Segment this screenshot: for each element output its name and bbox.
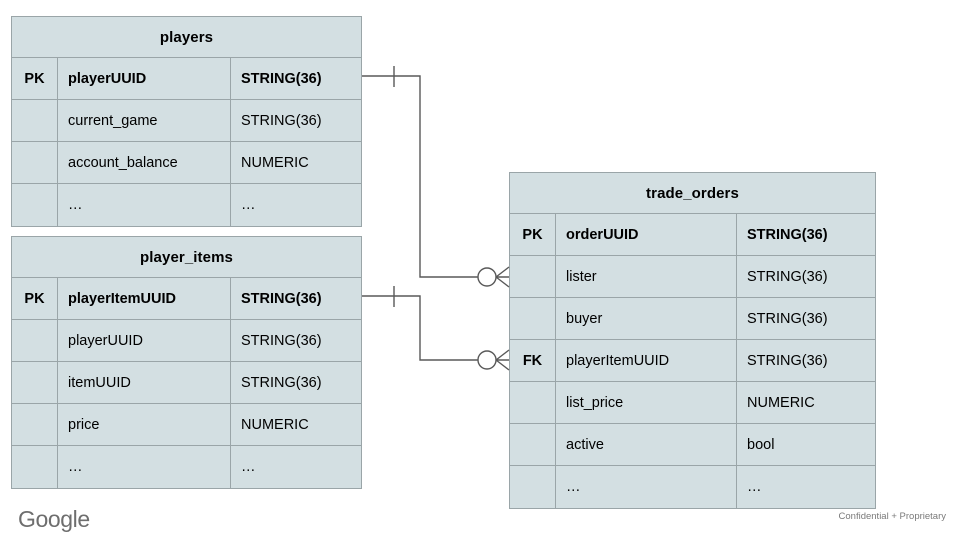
entity-table-player-items[interactable]: player_items PK playerItemUUID STRING(36…: [11, 236, 362, 489]
entity-title-player-items: player_items: [12, 237, 361, 278]
row-key-badge: [12, 404, 58, 445]
cardinality-zero-circle-icon: [477, 350, 497, 370]
entity-title-trade-orders: trade_orders: [510, 173, 875, 214]
row-field-name: active: [556, 424, 737, 465]
cardinality-zero-circle-icon: [477, 267, 497, 287]
row-field-name: account_balance: [58, 142, 231, 183]
row-field-type: …: [241, 459, 256, 475]
table-row[interactable]: current_game STRING(36): [12, 100, 361, 142]
row-field-name: list_price: [556, 382, 737, 423]
row-field-name: itemUUID: [58, 362, 231, 403]
row-field-type: STRING(36): [747, 352, 828, 369]
table-row[interactable]: FK playerItemUUID STRING(36): [510, 340, 875, 382]
row-field-type: STRING(36): [241, 112, 322, 129]
row-key-badge: PK: [12, 278, 58, 319]
table-row[interactable]: … …: [510, 466, 875, 508]
table-row[interactable]: account_balance NUMERIC: [12, 142, 361, 184]
row-key-badge: [12, 446, 58, 488]
row-field-type: STRING(36): [747, 310, 828, 327]
table-row[interactable]: PK orderUUID STRING(36): [510, 214, 875, 256]
entity-table-players[interactable]: players PK playerUUID STRING(36) current…: [11, 16, 362, 227]
row-field-name: …: [58, 184, 231, 226]
row-field-type: STRING(36): [241, 290, 322, 307]
row-key-badge: [12, 142, 58, 183]
row-key-badge: FK: [510, 340, 556, 381]
relationship-line: [362, 295, 478, 361]
table-row[interactable]: PK playerItemUUID STRING(36): [12, 278, 361, 320]
row-key-badge: [510, 424, 556, 465]
table-row[interactable]: PK playerUUID STRING(36): [12, 58, 361, 100]
row-key-badge: [12, 184, 58, 226]
table-row[interactable]: buyer STRING(36): [510, 298, 875, 340]
relationship-player-items-trade-orders[interactable]: [362, 286, 510, 371]
row-field-name: lister: [556, 256, 737, 297]
row-field-name: orderUUID: [556, 214, 737, 255]
row-field-type: NUMERIC: [241, 416, 309, 433]
row-key-badge: PK: [12, 58, 58, 99]
row-key-badge: [510, 382, 556, 423]
row-field-name: playerUUID: [58, 58, 231, 99]
row-field-name: playerUUID: [58, 320, 231, 361]
table-row[interactable]: itemUUID STRING(36): [12, 362, 361, 404]
row-field-type: STRING(36): [241, 374, 322, 391]
entity-title-players: players: [12, 17, 361, 58]
relationship-line: [362, 75, 478, 278]
row-field-type: …: [241, 197, 256, 213]
table-row[interactable]: playerUUID STRING(36): [12, 320, 361, 362]
confidentiality-note: Confidential + Proprietary: [838, 511, 946, 522]
row-field-name: buyer: [556, 298, 737, 339]
row-field-name: price: [58, 404, 231, 445]
cardinality-many-crowsfoot-icon: [495, 349, 510, 371]
row-field-type: STRING(36): [747, 268, 828, 285]
row-key-badge: [12, 362, 58, 403]
entity-table-trade-orders[interactable]: trade_orders PK orderUUID STRING(36) lis…: [509, 172, 876, 509]
row-key-badge: [510, 466, 556, 508]
row-field-type: STRING(36): [241, 332, 322, 349]
row-field-name: playerItemUUID: [556, 340, 737, 381]
row-field-type: STRING(36): [241, 70, 322, 87]
table-row[interactable]: price NUMERIC: [12, 404, 361, 446]
google-logo: Google: [18, 505, 90, 533]
row-field-name: …: [556, 466, 737, 508]
row-key-badge: PK: [510, 214, 556, 255]
row-field-name: playerItemUUID: [58, 278, 231, 319]
table-row[interactable]: … …: [12, 446, 361, 488]
row-field-name: …: [58, 446, 231, 488]
table-row[interactable]: list_price NUMERIC: [510, 382, 875, 424]
relationship-players-trade-orders[interactable]: [362, 66, 510, 288]
table-row[interactable]: lister STRING(36): [510, 256, 875, 298]
google-logo-text: Google: [18, 505, 90, 532]
row-key-badge: [12, 100, 58, 141]
row-key-badge: [510, 256, 556, 297]
row-field-type: NUMERIC: [747, 394, 815, 411]
row-key-badge: [12, 320, 58, 361]
row-field-name: current_game: [58, 100, 231, 141]
row-field-type: NUMERIC: [241, 154, 309, 171]
table-row[interactable]: … …: [12, 184, 361, 226]
row-field-type: bool: [747, 436, 775, 453]
row-field-type: …: [747, 479, 762, 495]
row-key-badge: [510, 298, 556, 339]
table-row[interactable]: active bool: [510, 424, 875, 466]
cardinality-many-crowsfoot-icon: [495, 266, 510, 288]
row-field-type: STRING(36): [747, 226, 828, 243]
